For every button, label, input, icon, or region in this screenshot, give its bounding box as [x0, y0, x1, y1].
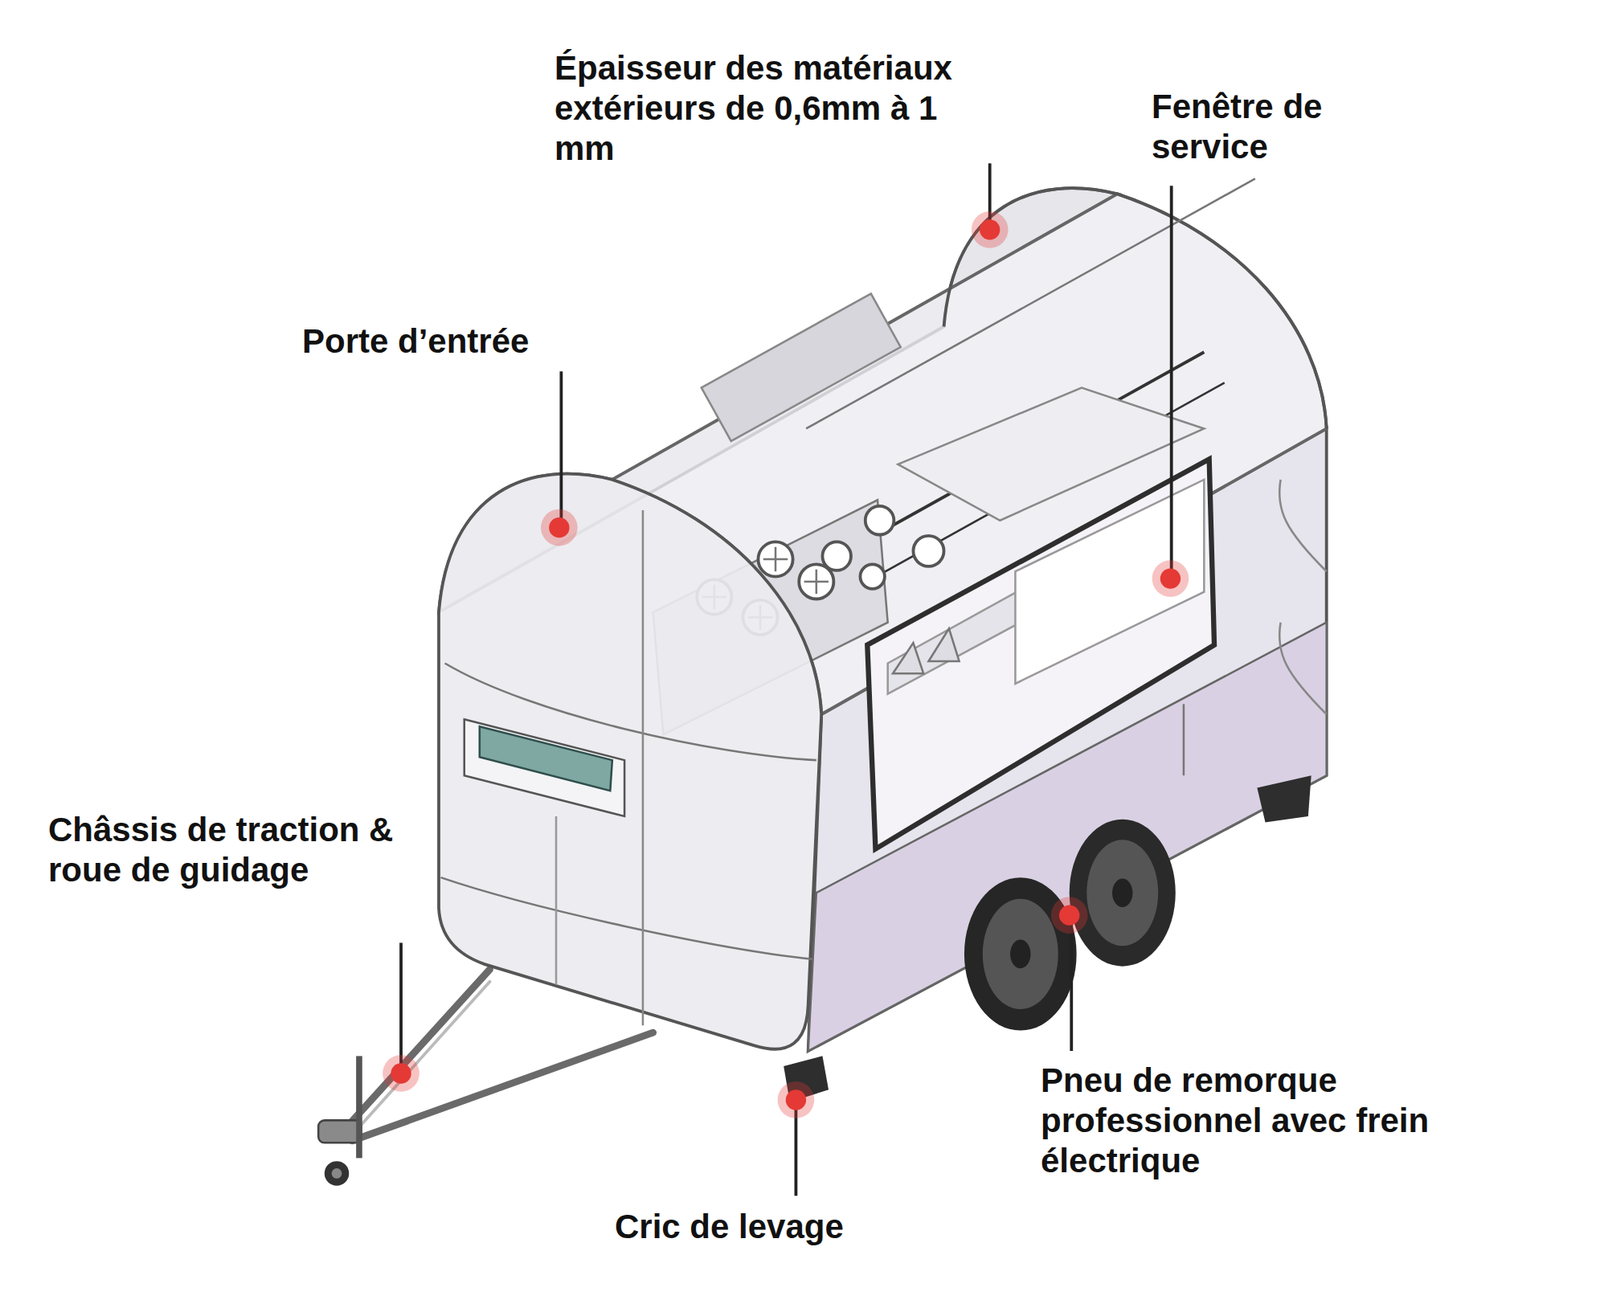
callout-label: Porte d’entrée [302, 321, 785, 362]
sink [464, 719, 625, 817]
leader-line [401, 163, 1172, 1196]
callout-label: Châssis de traction & roue de guidage [48, 810, 418, 891]
callout-label: Pneu de remorque professionnel avec frei… [1040, 1060, 1539, 1182]
service-window [867, 459, 1215, 850]
callout-label: Fenêtre de service [1151, 86, 1417, 168]
coupler [318, 1055, 361, 1186]
callout-label: Épaisseur des matériaux extérieurs de 0,… [554, 48, 1005, 169]
callout-label: Cric de levage [614, 1207, 1017, 1248]
front-face [438, 474, 822, 1050]
jack [1256, 775, 1311, 823]
